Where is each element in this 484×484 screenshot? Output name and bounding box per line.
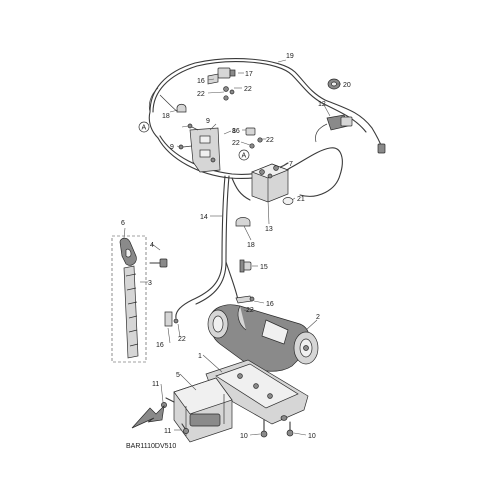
grommet-15[interactable] <box>239 259 252 273</box>
clamp-18-lower[interactable] <box>235 217 251 227</box>
callout-3[interactable]: 3 <box>148 280 152 287</box>
callout-4[interactable]: 4 <box>150 242 154 249</box>
wire-harness-19[interactable] <box>148 58 386 154</box>
callout-16[interactable]: 16 <box>232 128 240 135</box>
leader-lines <box>123 59 341 436</box>
winch-motor-2[interactable] <box>207 304 319 372</box>
callout-19[interactable]: 19 <box>286 53 294 60</box>
strap-assy-3[interactable] <box>111 235 147 363</box>
callout-17[interactable]: 17 <box>245 71 253 78</box>
screw-9[interactable] <box>178 123 199 150</box>
relay-17[interactable] <box>207 67 236 85</box>
ref-marker-a-left[interactable]: A <box>138 121 150 133</box>
callout-10[interactable]: 10 <box>240 433 248 440</box>
ring-21[interactable] <box>282 197 294 205</box>
callout-9[interactable]: 9 <box>206 118 210 125</box>
callout-11[interactable]: 11 <box>152 381 159 388</box>
callout-labels: 19 20 17 16 22 22 18 12 9 8 9 16 22 22 7… <box>121 53 351 440</box>
bolt-4[interactable] <box>149 258 168 268</box>
bolt-11[interactable] <box>161 397 189 434</box>
callout-13[interactable]: 13 <box>265 226 273 233</box>
bolt-22-upper[interactable] <box>223 86 235 101</box>
callout-8[interactable]: 8 <box>232 128 236 135</box>
callout-6[interactable]: 6 <box>121 220 125 227</box>
callout-22[interactable]: 22 <box>244 86 252 93</box>
front-arrow-icon <box>131 405 165 429</box>
connector-12[interactable] <box>315 114 353 143</box>
solenoid-7[interactable] <box>251 163 289 203</box>
callout-14[interactable]: 14 <box>200 214 208 221</box>
callout-10[interactable]: 10 <box>308 433 316 440</box>
callout-22[interactable]: 22 <box>178 336 186 343</box>
ref-marker-a-right[interactable]: A <box>238 149 250 161</box>
callout-20[interactable]: 20 <box>343 82 351 89</box>
callout-5[interactable]: 5 <box>176 372 180 379</box>
callout-16[interactable]: 16 <box>266 301 274 308</box>
callout-18[interactable]: 18 <box>247 242 255 249</box>
clamp-18-upper[interactable] <box>176 103 187 113</box>
ref-marker-label: A <box>242 153 247 160</box>
callout-22[interactable]: 22 <box>197 91 205 98</box>
callout-22[interactable]: 22 <box>266 137 274 144</box>
callout-22[interactable]: 22 <box>232 140 240 147</box>
callout-18[interactable]: 18 <box>162 113 170 120</box>
callout-2[interactable]: 2 <box>316 314 320 321</box>
bolt-10[interactable] <box>260 419 294 438</box>
fairlead-5[interactable] <box>173 377 233 443</box>
callout-11[interactable]: 11 <box>164 428 171 435</box>
mount-plate-1[interactable] <box>205 359 309 425</box>
callout-16[interactable]: 16 <box>197 78 205 85</box>
callout-15[interactable]: 15 <box>260 264 268 271</box>
callout-9[interactable]: 9 <box>170 144 174 151</box>
callout-22[interactable]: 22 <box>246 307 254 314</box>
callout-7[interactable]: 7 <box>289 161 293 168</box>
relay-16-middle[interactable] <box>245 127 263 149</box>
winch-cable-14[interactable] <box>175 175 239 319</box>
terminal-16-lower[interactable] <box>235 295 255 304</box>
callout-1[interactable]: 1 <box>198 353 202 360</box>
ref-marker-label: A <box>142 125 147 132</box>
callout-21[interactable]: 21 <box>297 196 305 203</box>
hook-6[interactable] <box>119 237 137 266</box>
terminal-16-left[interactable] <box>164 311 179 327</box>
bracket-8[interactable] <box>189 127 221 173</box>
callout-16[interactable]: 16 <box>156 342 164 349</box>
diagram-caption: BAR1110DV510 <box>126 443 176 450</box>
callout-12[interactable]: 12 <box>318 101 326 108</box>
